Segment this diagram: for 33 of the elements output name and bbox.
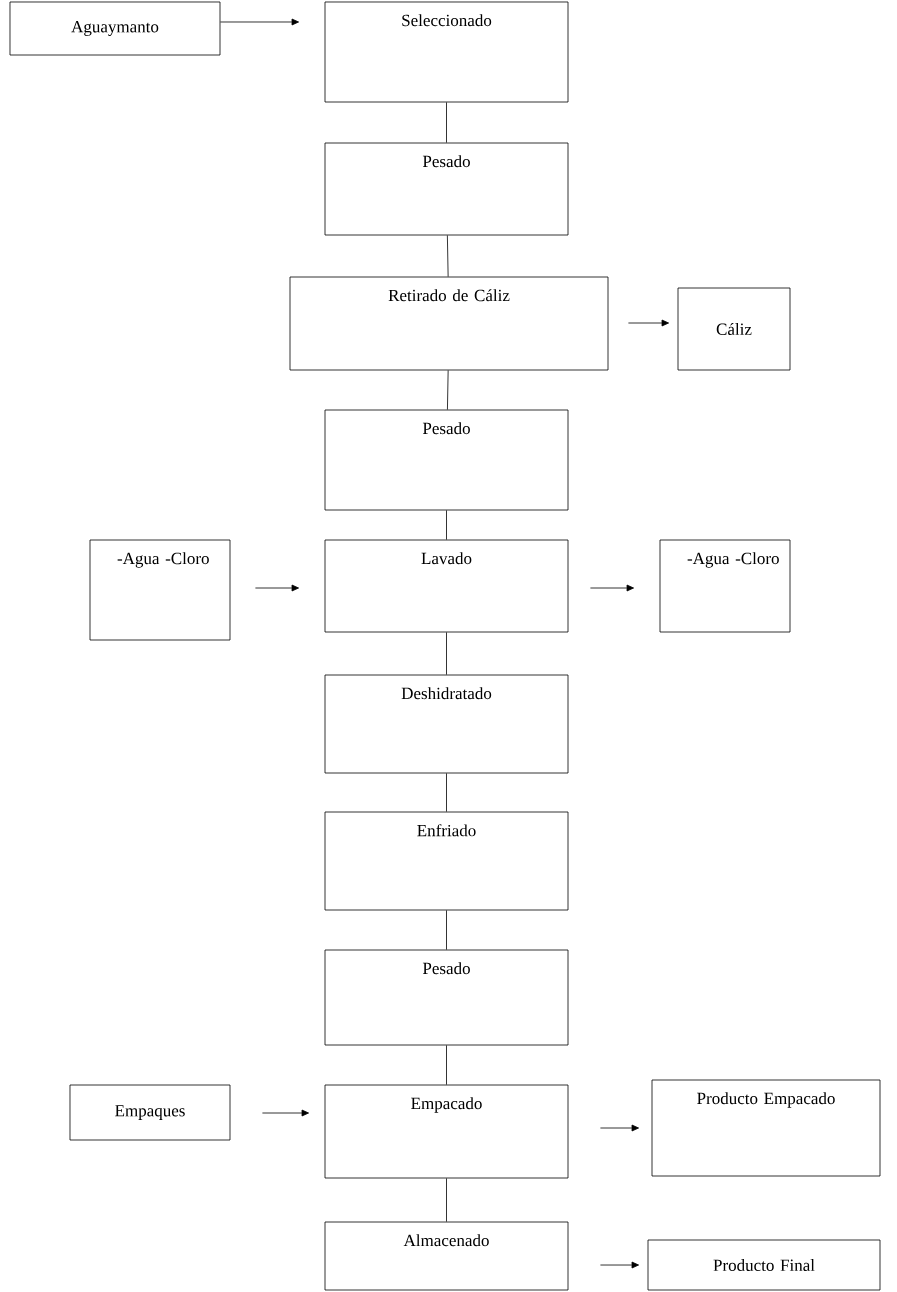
- process-box: Retirado de Cáliz: [289, 276, 609, 371]
- process-box: Almacenado: [324, 1221, 569, 1291]
- process-box: Cáliz: [677, 287, 791, 371]
- connector-line: [446, 910, 447, 950]
- process-box: Aguaymanto: [9, 1, 221, 56]
- process-box: Pesado: [324, 949, 569, 1046]
- process-box: Enfriado: [324, 811, 569, 911]
- connector-line: [446, 1045, 447, 1085]
- process-box: -Agua -Cloro: [89, 539, 231, 641]
- arrow: [628, 319, 669, 327]
- connector-line: [447, 370, 449, 410]
- arrow: [262, 1109, 309, 1117]
- arrow: [220, 18, 299, 26]
- connector-line: [446, 632, 447, 675]
- connector-line: [446, 510, 447, 540]
- process-box: Deshidratado: [324, 674, 569, 774]
- connector-line: [446, 1178, 447, 1222]
- process-box: Empaques: [69, 1084, 231, 1141]
- connector-line: [446, 235, 449, 277]
- connector-line: [446, 773, 447, 812]
- process-box: Pesado: [324, 409, 569, 511]
- arrow: [590, 584, 634, 592]
- arrow: [600, 1124, 639, 1132]
- process-box: Lavado: [324, 539, 569, 633]
- connector-line: [446, 102, 447, 143]
- process-box: Seleccionado: [324, 1, 569, 103]
- process-box: Empacado: [324, 1084, 569, 1179]
- process-box: Producto Final: [647, 1239, 881, 1291]
- arrow: [600, 1261, 639, 1269]
- process-box: -Agua -Cloro: [659, 539, 791, 633]
- process-box: Pesado: [324, 142, 569, 236]
- process-box: Producto Empacado: [651, 1079, 881, 1177]
- arrow: [255, 584, 299, 592]
